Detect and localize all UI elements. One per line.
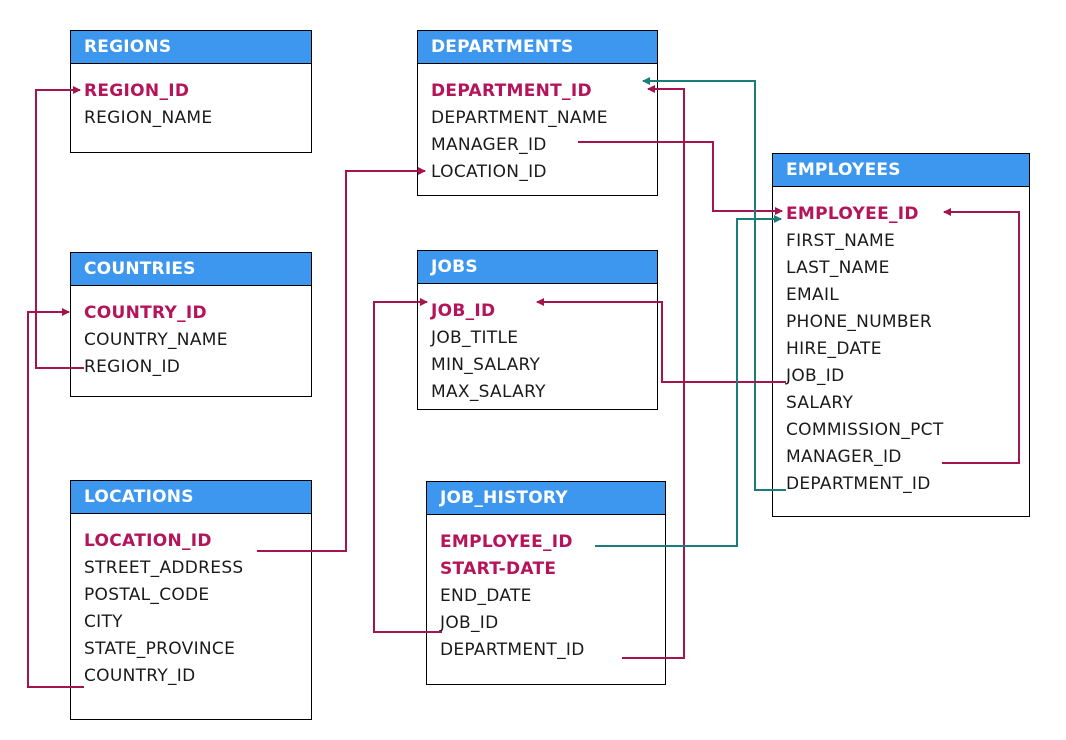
table-employees[interactable]: EMPLOYEES EMPLOYEE_ID FIRST_NAME LAST_NAME… bbox=[772, 153, 1030, 517]
field-job-id: JOB_ID bbox=[440, 613, 499, 633]
table-jobs[interactable]: JOBS JOB_ID JOB_TITLE MIN_SALARY MAX_SALARY bbox=[417, 250, 658, 410]
field-street-address: STREET_ADDRESS bbox=[84, 558, 244, 578]
table-title: EMPLOYEES bbox=[773, 154, 1029, 187]
field-commission-pct: COMMISSION_PCT bbox=[786, 420, 944, 440]
field-department-id: DEPARTMENT_ID bbox=[440, 640, 585, 660]
field-region-name: REGION_NAME bbox=[84, 108, 213, 128]
field-job-id: JOB_ID bbox=[431, 301, 496, 321]
field-state-province: STATE_PROVINCE bbox=[84, 639, 236, 659]
table-title: REGIONS bbox=[71, 31, 311, 64]
field-list: EMPLOYEE_ID FIRST_NAME LAST_NAME EMAIL PHONE… bbox=[773, 187, 1029, 498]
table-job-history[interactable]: JOB_HISTORY EMPLOYEE_ID START-DATE END_DAT… bbox=[426, 481, 666, 685]
field-salary: SALARY bbox=[786, 393, 854, 413]
field-department-id: DEPARTMENT_ID bbox=[786, 474, 931, 494]
field-city: CITY bbox=[84, 612, 123, 632]
field-list: EMPLOYEE_ID START-DATE END_DATE JOB_ID DEPAR… bbox=[427, 515, 665, 664]
field-country-id: COUNTRY_ID bbox=[84, 303, 207, 323]
table-title: JOB_HISTORY bbox=[427, 482, 665, 515]
field-location-id: LOCATION_ID bbox=[84, 531, 212, 551]
field-department-name: DEPARTMENT_NAME bbox=[431, 108, 608, 128]
table-title: LOCATIONS bbox=[71, 481, 311, 514]
field-employee-id: EMPLOYEE_ID bbox=[786, 204, 919, 224]
field-country-name: COUNTRY_NAME bbox=[84, 330, 228, 350]
field-list: LOCATION_ID STREET_ADDRESS POSTAL_CODE CITY… bbox=[71, 514, 311, 690]
field-start-date: START-DATE bbox=[440, 559, 557, 579]
field-location-id: LOCATION_ID bbox=[431, 162, 547, 182]
field-country-id: COUNTRY_ID bbox=[84, 666, 196, 686]
field-last-name: LAST_NAME bbox=[786, 258, 890, 278]
field-employee-id: EMPLOYEE_ID bbox=[440, 532, 573, 552]
field-job-id: JOB_ID bbox=[786, 366, 845, 386]
field-manager-id: MANAGER_ID bbox=[786, 447, 902, 467]
field-hire-date: HIRE_DATE bbox=[786, 339, 882, 359]
field-list: REGION_ID REGION_NAME bbox=[71, 64, 311, 132]
field-max-salary: MAX_SALARY bbox=[431, 382, 546, 402]
table-locations[interactable]: LOCATIONS LOCATION_ID STREET_ADDRESS POSTA… bbox=[70, 480, 312, 720]
field-manager-id: MANAGER_ID bbox=[431, 135, 547, 155]
field-end-date: END_DATE bbox=[440, 586, 532, 606]
field-list: DEPARTMENT_ID DEPARTMENT_NAME MANAGER_ID LO… bbox=[418, 64, 657, 186]
table-regions[interactable]: REGIONS REGION_ID REGION_NAME bbox=[70, 30, 312, 153]
field-min-salary: MIN_SALARY bbox=[431, 355, 541, 375]
table-title: DEPARTMENTS bbox=[418, 31, 657, 64]
field-postal-code: POSTAL_CODE bbox=[84, 585, 210, 605]
field-region-id: REGION_ID bbox=[84, 81, 190, 101]
connector-employees-department-id-to-departments-department-id bbox=[642, 77, 786, 491]
table-title: COUNTRIES bbox=[71, 253, 311, 286]
field-department-id: DEPARTMENT_ID bbox=[431, 81, 592, 101]
field-phone-number: PHONE_NUMBER bbox=[786, 312, 933, 332]
table-countries[interactable]: COUNTRIES COUNTRY_ID COUNTRY_NAME REGION_I… bbox=[70, 252, 312, 397]
field-first-name: FIRST_NAME bbox=[786, 231, 896, 251]
field-list: COUNTRY_ID COUNTRY_NAME REGION_ID bbox=[71, 286, 311, 381]
table-title: JOBS bbox=[418, 251, 657, 284]
field-list: JOB_ID JOB_TITLE MIN_SALARY MAX_SALARY bbox=[418, 284, 657, 406]
field-region-id: REGION_ID bbox=[84, 357, 181, 377]
table-departments[interactable]: DEPARTMENTS DEPARTMENT_ID DEPARTMENT_NAME… bbox=[417, 30, 658, 196]
field-job-title: JOB_TITLE bbox=[431, 328, 519, 348]
field-email: EMAIL bbox=[786, 285, 840, 305]
